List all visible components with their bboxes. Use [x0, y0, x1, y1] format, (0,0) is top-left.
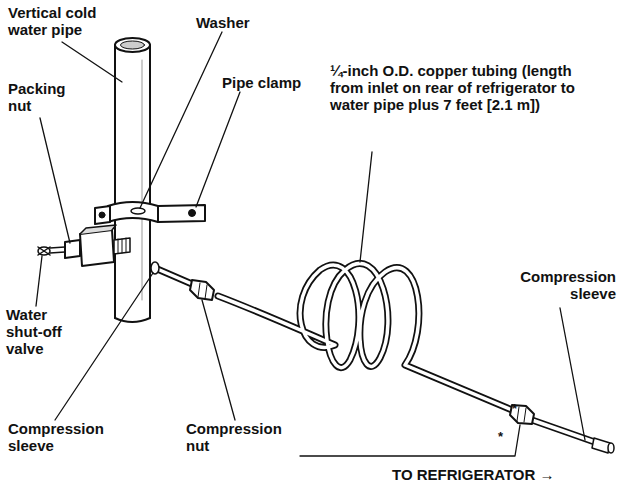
tube-segment — [155, 268, 192, 284]
part-note: ¼-inch O.D. copper tubing (length from i… — [330, 62, 602, 113]
clamp-bolt — [189, 210, 196, 217]
part-name: Compression sleeve — [480, 268, 616, 302]
tube-coil — [218, 263, 512, 410]
pipe-top — [115, 38, 150, 52]
direction-note: TO REFRIGERATOR → — [392, 466, 618, 483]
footnote-mark: * — [498, 428, 512, 445]
leader-line — [560, 308, 585, 440]
pipe-shade — [142, 60, 143, 300]
leader-line — [62, 42, 122, 82]
leader-line — [360, 152, 372, 262]
copper-tubing — [155, 263, 606, 446]
nut-facet — [198, 283, 207, 299]
leader-line — [36, 256, 42, 306]
tube-coil — [218, 263, 512, 410]
leader-line — [202, 300, 235, 420]
valve-outlet — [114, 238, 130, 254]
valve-handle — [38, 247, 50, 255]
compression-sleeve — [151, 262, 159, 274]
part-name: Compression nut — [186, 420, 296, 454]
part-name: Vertical cold water pipe — [8, 4, 128, 38]
clamp-flange — [95, 206, 110, 224]
valve-stem — [50, 247, 65, 253]
washer — [131, 208, 145, 214]
leader-line — [196, 92, 240, 207]
pipe-bore — [121, 41, 145, 49]
part-name: Water shut-off valve — [6, 306, 86, 357]
part-name: Washer — [196, 14, 286, 31]
compression-nut — [190, 280, 214, 300]
leader-line — [140, 32, 222, 208]
tube-segment — [155, 268, 192, 284]
copper-tubing-core — [155, 263, 606, 446]
outlet-thread — [118, 238, 126, 253]
nut-facet — [517, 407, 526, 422]
valve-top — [80, 225, 116, 234]
part-name: Pipe clamp — [222, 74, 332, 91]
part-name: Packing nut — [8, 80, 83, 114]
pipe-clamp-band — [108, 202, 158, 222]
clamp-flange — [158, 205, 205, 222]
footnote-mark: * — [512, 400, 526, 417]
leader-line — [300, 425, 520, 456]
compression-sleeve — [592, 438, 610, 453]
pipe-wall — [115, 45, 150, 318]
valve-handle — [38, 247, 50, 255]
leader-line — [40, 118, 70, 243]
part-name: Compression sleeve — [8, 420, 128, 454]
packing-nut — [65, 240, 80, 258]
clamp-bolt — [99, 212, 105, 218]
leader-line — [55, 273, 153, 420]
valve-body — [80, 230, 114, 266]
tube-end — [608, 443, 614, 453]
